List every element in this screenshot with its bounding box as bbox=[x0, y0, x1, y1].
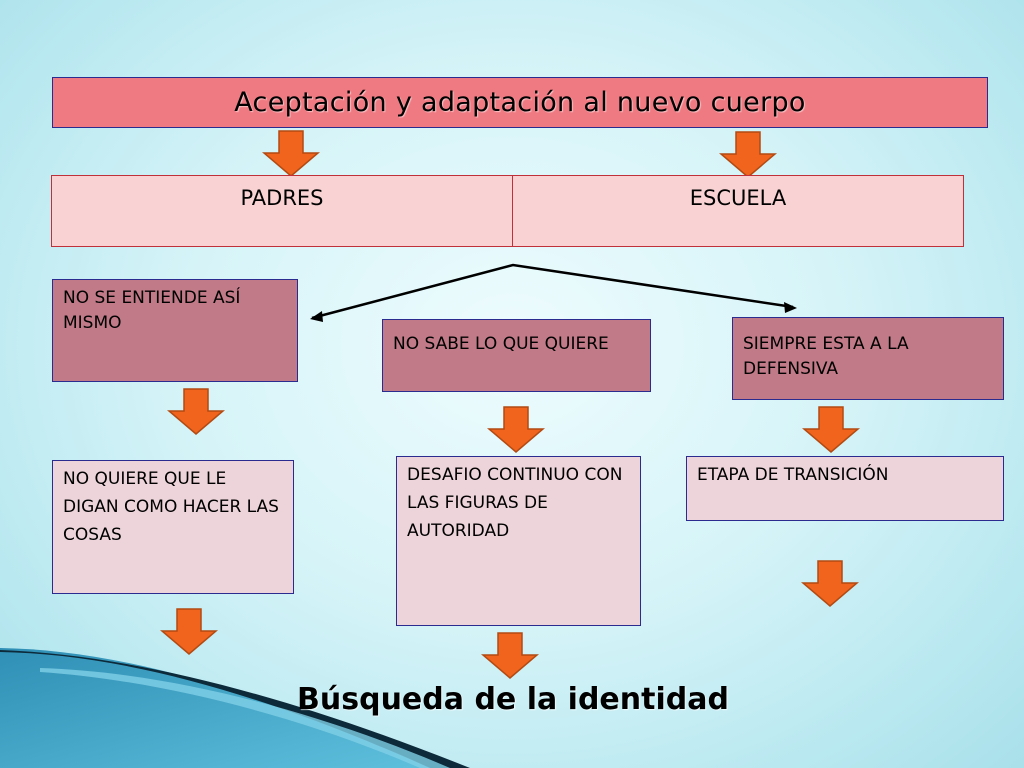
down-arrow-icon bbox=[487, 406, 545, 453]
down-arrow-icon bbox=[262, 130, 320, 177]
box-desafio: DESAFIO CONTINUO CON LAS FIGURAS DE AUTO… bbox=[396, 456, 641, 626]
box-no-sabe: NO SABE LO QUE QUIERE bbox=[382, 319, 651, 392]
box-no-quiere: NO QUIERE QUE LE DIGAN COMO HACER LAS CO… bbox=[52, 460, 294, 594]
box-etapa: ETAPA DE TRANSICIÓN bbox=[686, 456, 1004, 521]
conclusion-title: Búsqueda de la identidad bbox=[297, 682, 729, 717]
down-arrow-icon bbox=[802, 406, 860, 453]
header-cell-escuela: ESCUELA bbox=[512, 175, 964, 247]
header-cell-padres: PADRES bbox=[51, 175, 513, 247]
down-arrow-icon bbox=[160, 608, 218, 655]
down-arrow-icon bbox=[481, 632, 539, 679]
down-arrow-icon bbox=[167, 388, 225, 435]
main-title: Aceptación y adaptación al nuevo cuerpo bbox=[52, 77, 988, 128]
box-no-se-entiende: NO SE ENTIENDE ASÍ MISMO bbox=[52, 279, 298, 382]
down-arrow-icon bbox=[801, 560, 859, 607]
box-defensiva: SIEMPRE ESTA A LA DEFENSIVA bbox=[732, 317, 1004, 400]
down-arrow-icon bbox=[719, 131, 777, 178]
